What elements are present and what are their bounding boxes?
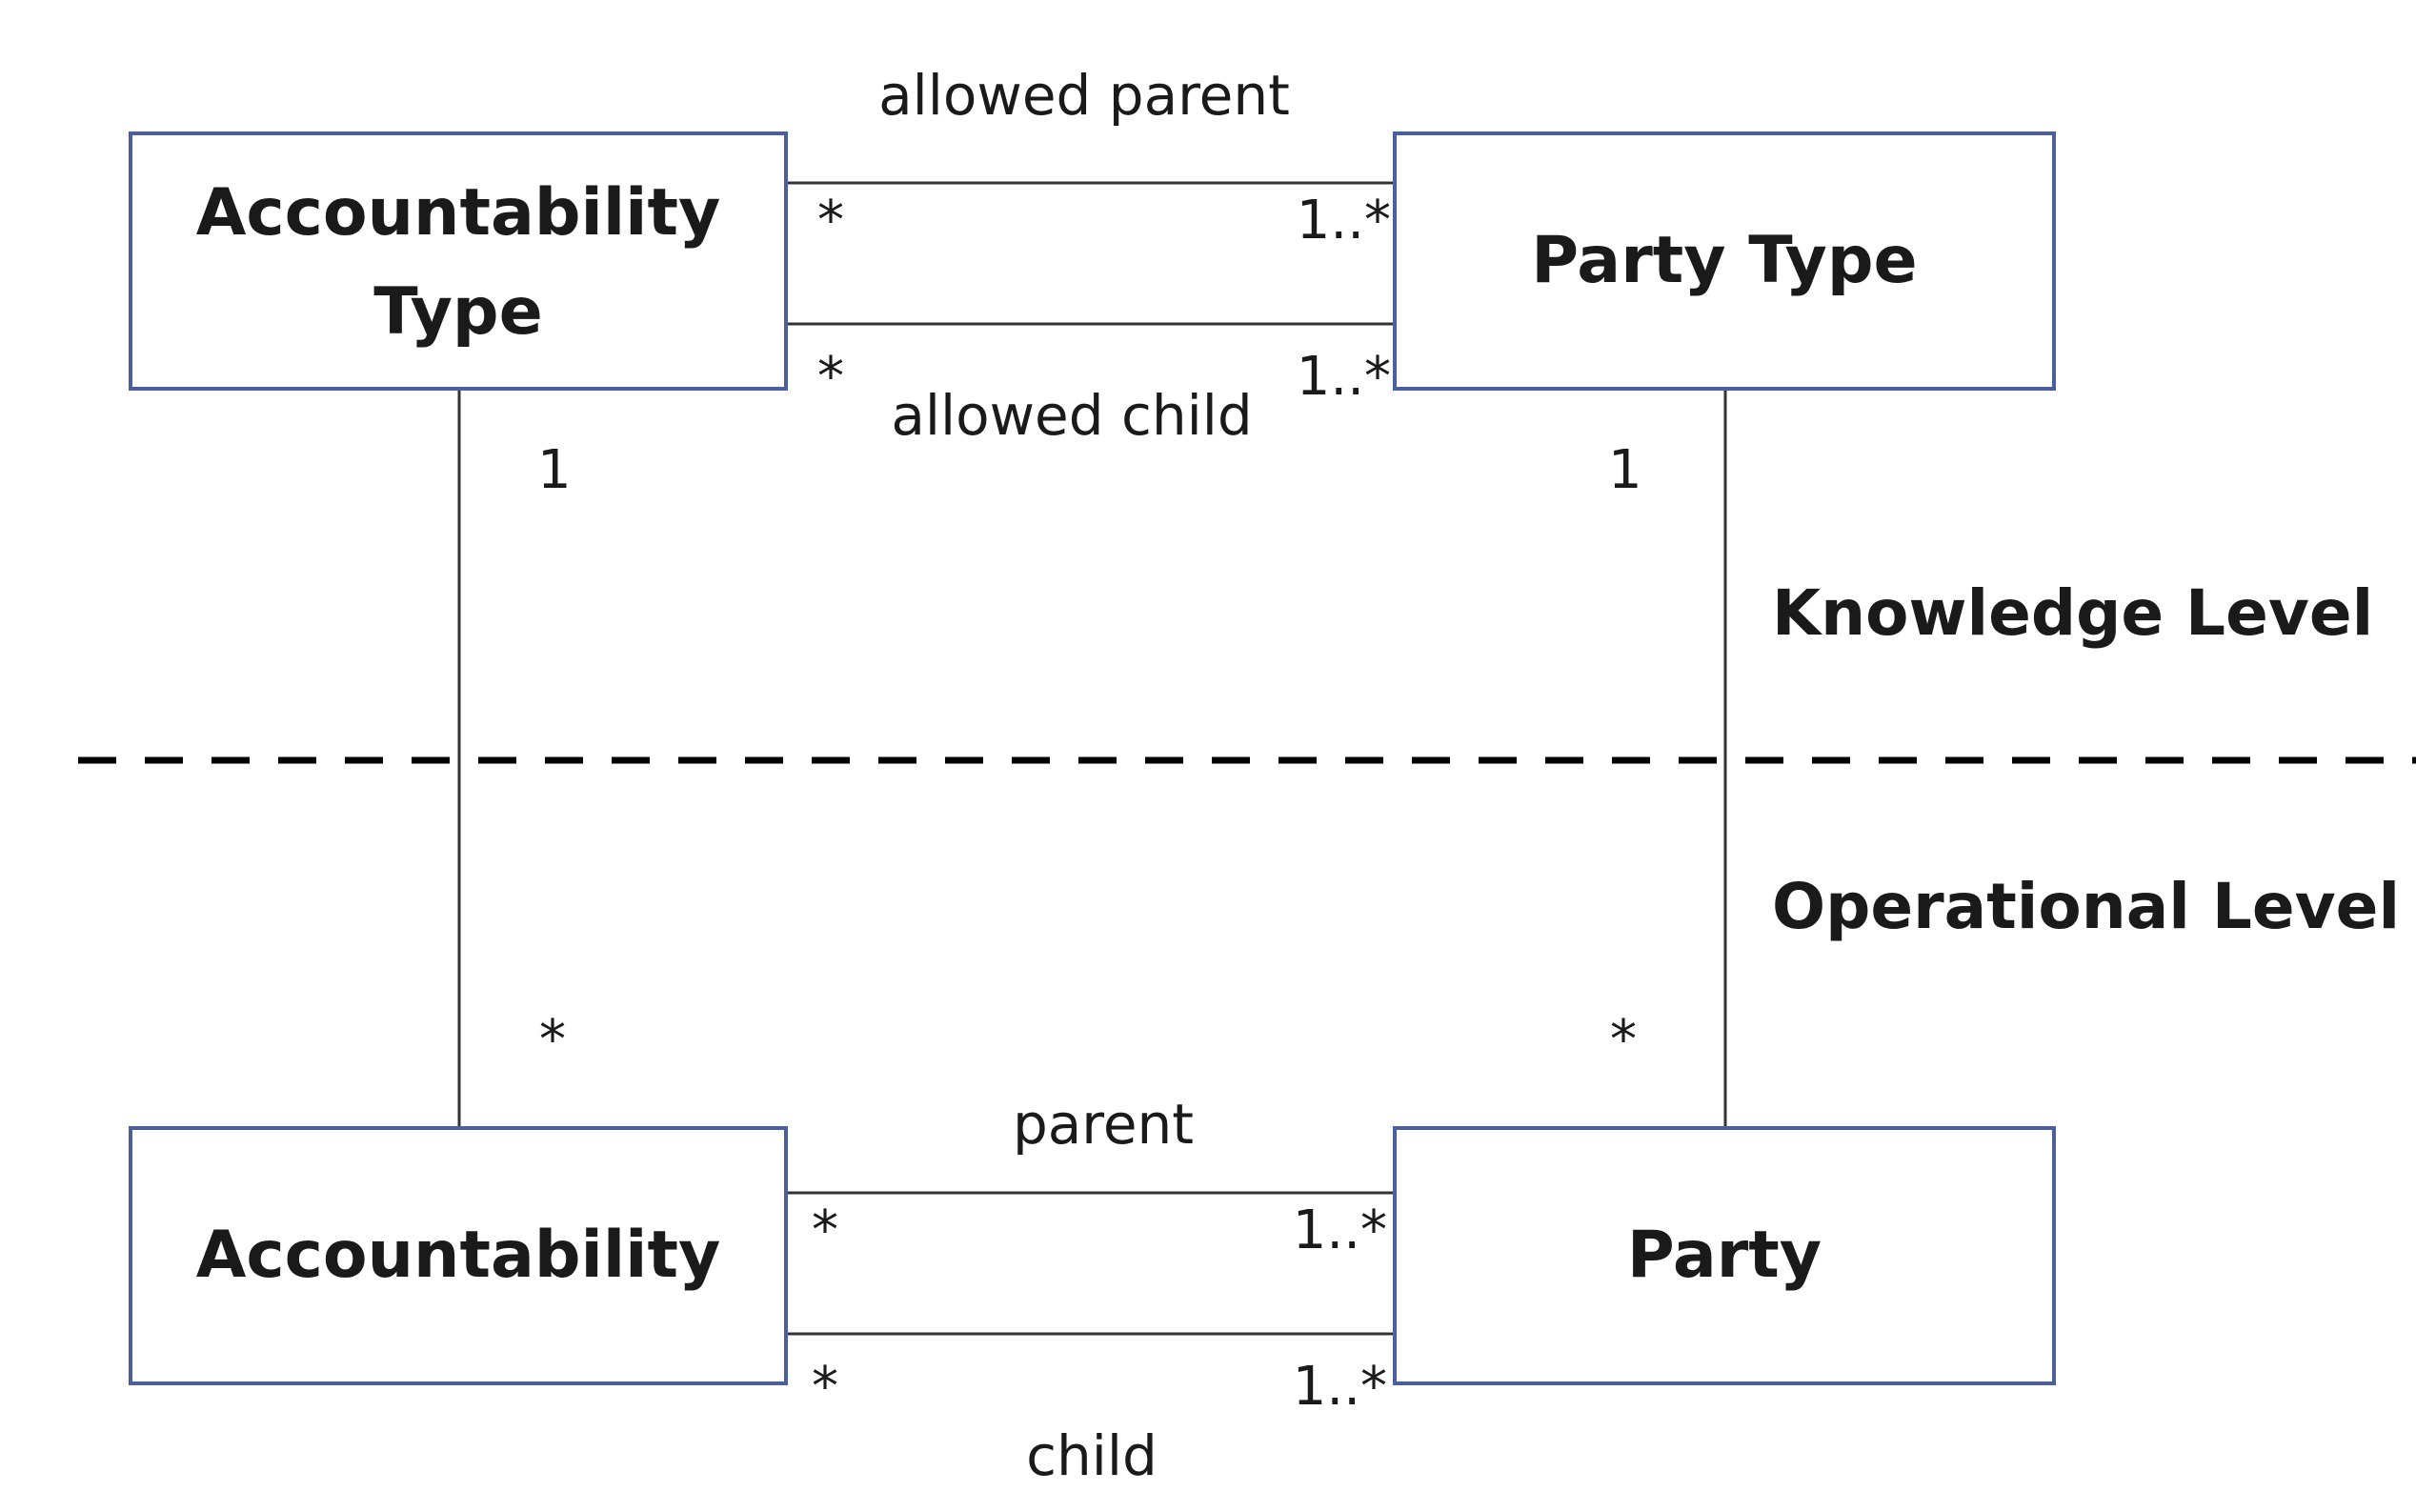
allowed-parent-right-multiplicity: 1..*	[1297, 190, 1391, 252]
party-label: Party	[1627, 1218, 1822, 1293]
accountability-type-label-line2: Type	[373, 274, 542, 350]
accountability-type-label-line1: Accountability	[196, 175, 721, 251]
parent-label: parent	[1013, 1092, 1194, 1157]
party-class: Party	[1393, 1126, 2056, 1385]
allowed-child-label: allowed child	[891, 383, 1252, 448]
accountability-typing-lower-multiplicity: *	[539, 1009, 566, 1071]
child-left-multiplicity: *	[812, 1356, 838, 1418]
accountability-label: Accountability	[196, 1218, 721, 1293]
accountability-typing-upper-multiplicity: 1	[537, 439, 572, 501]
child-right-multiplicity: 1..*	[1293, 1356, 1387, 1418]
accountability-type-box	[129, 131, 788, 391]
party-type-class: Party Type	[1393, 131, 2056, 391]
party-box	[1393, 1126, 2056, 1385]
party-type-box	[1393, 131, 2056, 391]
party-typing-lower-multiplicity: *	[1610, 1009, 1637, 1071]
accountability-type-class: Accountability Type	[129, 131, 788, 391]
accountability-box	[129, 1126, 788, 1385]
allowed-parent-label: allowed parent	[878, 63, 1290, 128]
allowed-child-left-multiplicity: *	[817, 346, 844, 408]
allowed-parent-left-multiplicity: *	[817, 190, 844, 252]
party-typing-upper-multiplicity: 1	[1608, 439, 1642, 501]
accountability-class: Accountability	[129, 1126, 788, 1385]
party-type-label: Party Type	[1531, 223, 1917, 298]
knowledge-level-label: Knowledge Level	[1772, 576, 2373, 650]
parent-left-multiplicity: *	[812, 1200, 838, 1261]
operational-level-label: Operational Level	[1772, 870, 2400, 943]
allowed-child-right-multiplicity: 1..*	[1297, 346, 1391, 408]
child-label: child	[1026, 1423, 1158, 1488]
parent-right-multiplicity: 1..*	[1293, 1200, 1387, 1261]
